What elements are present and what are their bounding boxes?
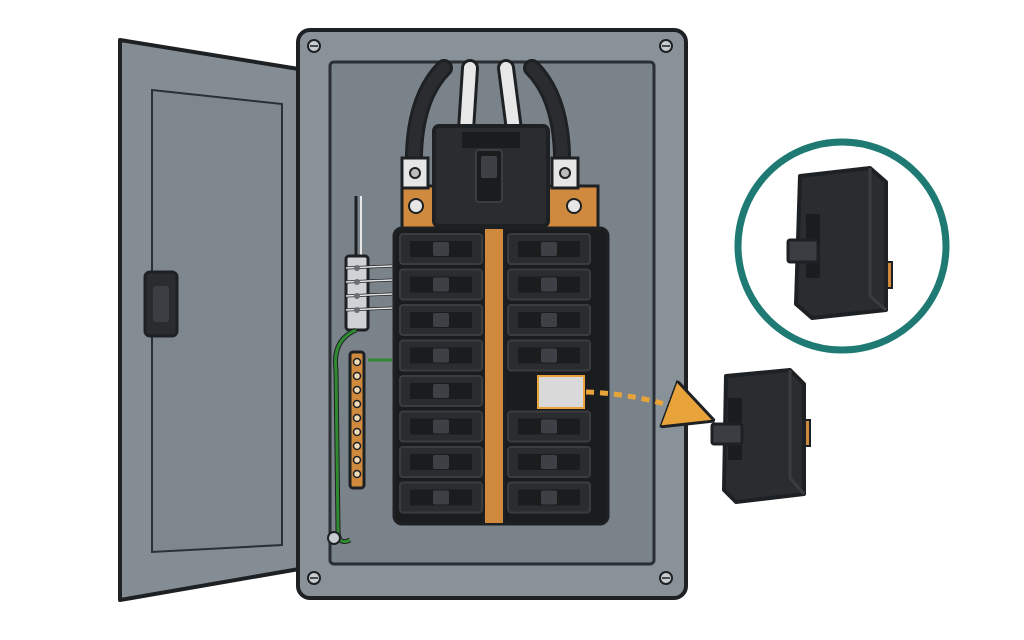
breaker-right-6[interactable] bbox=[507, 410, 591, 443]
service-entrance-wires-icon bbox=[404, 59, 572, 179]
toggle-switch-icon bbox=[541, 348, 557, 363]
breaker-right-8[interactable] bbox=[507, 481, 591, 514]
dashed-arrow-icon bbox=[585, 392, 696, 414]
ground-screw-icon bbox=[352, 427, 362, 437]
breaker-left-4[interactable] bbox=[399, 339, 483, 372]
toggle-switch-icon bbox=[433, 313, 449, 327]
main-breaker[interactable] bbox=[432, 124, 550, 228]
empty-breaker-slot[interactable] bbox=[537, 375, 585, 409]
toggle-switch-icon bbox=[786, 238, 820, 264]
ground-screw-icon bbox=[352, 413, 362, 423]
breaker-right-7[interactable] bbox=[507, 446, 591, 478]
callout-circle bbox=[734, 138, 950, 354]
toggle-switch-icon bbox=[710, 422, 744, 446]
toggle-switch-icon bbox=[433, 277, 449, 292]
toggle-switch-icon bbox=[541, 490, 557, 505]
toggle-switch-icon bbox=[541, 242, 557, 256]
breaker-right-4[interactable] bbox=[507, 339, 591, 372]
breaker-closeup-icon bbox=[786, 166, 893, 320]
ground-screw-icon bbox=[352, 455, 362, 465]
toggle-switch-icon bbox=[541, 277, 557, 292]
ground-screw-icon bbox=[352, 441, 362, 451]
toggle-switch-icon bbox=[433, 242, 449, 256]
toggle-switch-icon bbox=[433, 455, 449, 469]
breaker-left-5[interactable] bbox=[399, 375, 483, 407]
panel-door[interactable] bbox=[118, 38, 318, 602]
ground-screw-icon bbox=[352, 469, 362, 479]
toggle-switch-icon bbox=[433, 384, 449, 398]
breaker-right-1[interactable] bbox=[507, 233, 591, 265]
neutral-bar-icon bbox=[344, 196, 393, 332]
toggle-switch-icon bbox=[541, 455, 557, 469]
toggle-switch-icon bbox=[433, 490, 449, 505]
toggle-switch-icon bbox=[541, 419, 557, 434]
breaker-left-3[interactable] bbox=[399, 304, 483, 336]
toggle-switch-icon bbox=[541, 313, 557, 327]
ground-bar-icon bbox=[327, 327, 392, 545]
ground-screw-icon bbox=[352, 399, 362, 409]
breaker-left-8[interactable] bbox=[399, 481, 483, 514]
screw-icon bbox=[307, 39, 321, 53]
ground-screw-icon bbox=[352, 371, 362, 381]
screw-icon bbox=[307, 571, 321, 585]
breaker-left-6[interactable] bbox=[399, 410, 483, 443]
breaker-left-1[interactable] bbox=[399, 233, 483, 265]
breaker-right-3[interactable] bbox=[507, 304, 591, 336]
ground-screw-icon bbox=[352, 385, 362, 395]
toggle-switch-icon bbox=[433, 348, 449, 363]
breaker-left-2[interactable] bbox=[399, 268, 483, 301]
toggle-switch-icon bbox=[433, 419, 449, 434]
screw-icon bbox=[659, 571, 673, 585]
removed-breaker-icon[interactable] bbox=[710, 368, 811, 504]
breaker-left-7[interactable] bbox=[399, 446, 483, 478]
ground-screw-icon bbox=[352, 357, 362, 367]
branch-breakers bbox=[399, 233, 591, 514]
breaker-right-2[interactable] bbox=[507, 268, 591, 301]
screw-icon bbox=[659, 39, 673, 53]
